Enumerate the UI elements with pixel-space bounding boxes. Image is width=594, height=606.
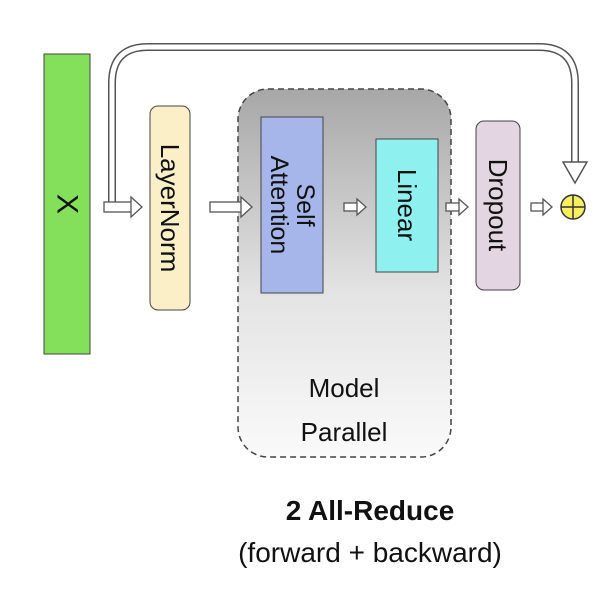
arrow-dropout-to-add xyxy=(530,197,553,217)
self-attention-block xyxy=(260,116,324,294)
add-icon xyxy=(560,194,586,220)
linear-block xyxy=(375,138,439,273)
group-label-line1: Model xyxy=(309,373,380,403)
caption-subtitle: (forward + backward) xyxy=(238,537,502,568)
arrow-x-to-layernorm xyxy=(103,195,143,219)
group-label-line2: Parallel xyxy=(301,417,388,447)
arrow-attention-to-linear xyxy=(343,197,367,217)
dropout-label: Dropout xyxy=(483,159,513,252)
arrow-layernorm-to-attention xyxy=(209,195,253,219)
arrow-linear-to-dropout xyxy=(445,197,469,217)
caption-title: 2 All-Reduce xyxy=(286,495,455,526)
layernorm-block xyxy=(149,105,191,311)
skip-arrow-head xyxy=(561,161,589,185)
x-input-block xyxy=(43,53,91,355)
linear-label: Linear xyxy=(392,169,422,242)
self-attention-label-line1: Self xyxy=(291,183,319,226)
layernorm-label: LayerNorm xyxy=(155,144,185,273)
x-label: X xyxy=(51,194,84,214)
self-attention-label-line2: Attention xyxy=(265,156,293,255)
dropout-block xyxy=(475,120,521,291)
